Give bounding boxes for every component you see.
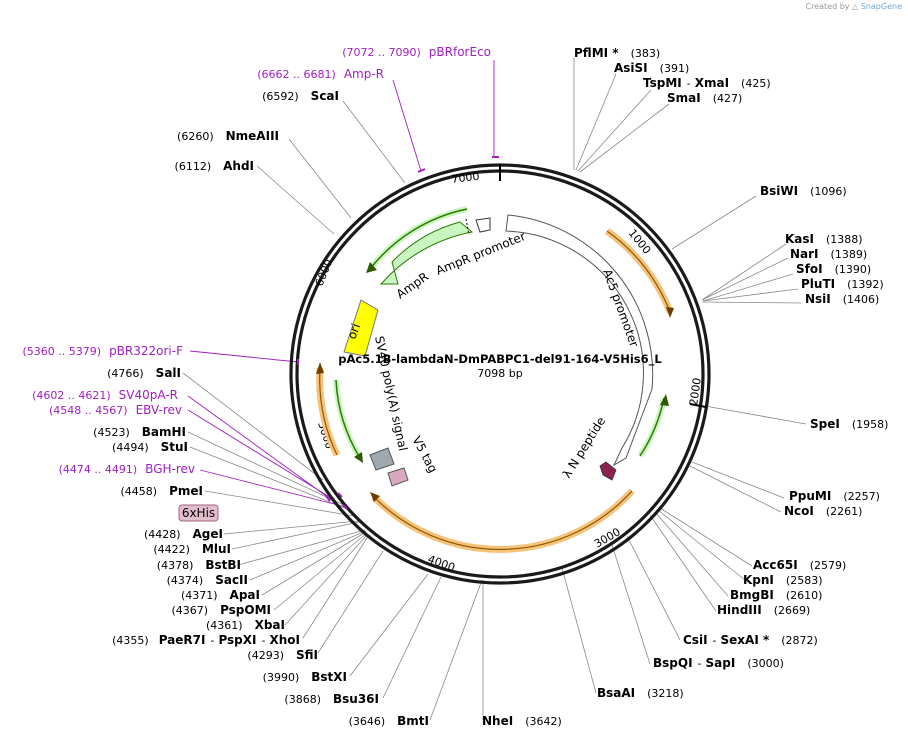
green-arrowheads — [354, 262, 669, 463]
his-tag-badge[interactable]: 6xHis — [178, 504, 219, 522]
site-hindiii[interactable]: HindIII(2669) — [717, 603, 810, 617]
site-bstbi[interactable]: (4378)BstBI — [157, 558, 241, 572]
feature-label-ori: ori — [345, 322, 363, 341]
primer-bgh-rev[interactable]: (4474 .. 4491)BGH-rev — [59, 462, 195, 476]
primer-pbrforeco[interactable]: (7072 .. 7090)pBRforEco — [342, 45, 491, 59]
site-sacii[interactable]: (4374)SacII — [167, 573, 248, 587]
plasmid-size: 7098 bp — [477, 367, 522, 380]
primer-amp-r[interactable]: (6662 .. 6681)Amp-R — [257, 67, 384, 81]
feature-label-lambda-n: λ N peptide — [560, 414, 609, 480]
primer-labels: (7072 .. 7090)pBRforEco (6662 .. 6681)Am… — [23, 45, 492, 476]
ori-feature-arrow[interactable] — [343, 299, 379, 357]
primer-sv40pa-r[interactable]: (4602 .. 4621)SV40pA-R — [32, 388, 178, 402]
site-bsiwi[interactable]: BsiWI(1096) — [760, 184, 847, 198]
plasmid-name: pAc5.1B-lambdaN-DmPABPC1-del91-164-V5His… — [338, 352, 662, 367]
site-labels: PflMI *(383) AsiSI(391) TspMI-XmaI(425) … — [93, 46, 888, 728]
orange-arcs — [316, 228, 674, 553]
site-scai[interactable]: (6592)ScaI — [262, 89, 339, 103]
site-stui[interactable]: (4494)StuI — [112, 440, 188, 454]
site-xbai[interactable]: (4361)XbaI — [206, 618, 285, 632]
his-tag-label: 6xHis — [182, 506, 215, 520]
site-nsii[interactable]: NsiI(1406) — [805, 292, 879, 306]
site-pflmi[interactable]: PflMI *(383) — [574, 46, 660, 60]
sv40-marker[interactable] — [369, 447, 395, 471]
green-arc-left — [333, 379, 363, 460]
feature-label-ampr: AmpR — [394, 269, 431, 301]
site-spei[interactable]: SpeI(1958) — [810, 417, 888, 431]
v5-tag-marker[interactable] — [387, 467, 409, 487]
site-bamhi[interactable]: (4523)BamHI — [93, 425, 186, 439]
site-apai[interactable]: (4371)ApaI — [181, 588, 260, 602]
orange-arrowheads — [316, 307, 674, 502]
site-bstxi[interactable]: (3990)BstXI — [263, 670, 347, 684]
site-bsu36i[interactable]: (3868)Bsu36I — [284, 692, 379, 706]
site-ppumi[interactable]: PpuMI(2257) — [789, 489, 880, 503]
site-bmgbi[interactable]: BmgBI(2610) — [730, 588, 822, 602]
site-kpni[interactable]: KpnI(2583) — [743, 573, 822, 587]
site-ncoi[interactable]: NcoI(2261) — [784, 504, 862, 518]
site-sali[interactable]: (4766)SalI — [107, 366, 181, 380]
site-kasi[interactable]: KasI(1388) — [785, 232, 863, 246]
primer-markers — [297, 156, 499, 510]
primer-ebv-rev[interactable]: (4548 .. 4567)EBV-rev — [49, 403, 182, 417]
site-asisi[interactable]: AsiSI(391) — [614, 61, 689, 75]
ampr-promoter-arrow[interactable] — [475, 217, 491, 233]
site-agei[interactable]: (4428)AgeI — [144, 527, 223, 541]
site-nmeaiii[interactable]: (6260)NmeAIII — [177, 129, 279, 143]
site-pspomi[interactable]: (4367)PspOMI — [171, 603, 271, 617]
site-sfii[interactable]: (4293)SfiI — [247, 648, 318, 662]
site-nari[interactable]: NarI(1389) — [790, 247, 867, 261]
ampr-feature-arrow[interactable] — [379, 221, 474, 285]
site-nhei[interactable]: NheI(3642) — [482, 714, 562, 728]
site-mlui[interactable]: (4422)MluI — [153, 542, 231, 556]
site-tspmi-xmai[interactable]: TspMI-XmaI(425) — [643, 76, 771, 90]
site-sfoi[interactable]: SfoI(1390) — [796, 262, 871, 276]
site-smai[interactable]: SmaI(427) — [667, 91, 742, 105]
tick-marks — [499, 164, 707, 408]
primer-leaders — [187, 60, 495, 508]
site-bspqi-sapi[interactable]: BspQI-SapI(3000) — [653, 656, 784, 670]
site-csii-sexai[interactable]: CsiI-SexAI *(2872) — [683, 633, 818, 647]
site-ahdi[interactable]: (6112)AhdI — [175, 159, 254, 173]
site-paer7i-pspxi-xhoi[interactable]: (4355)PaeR7I-PspXI-XhoI — [112, 633, 300, 647]
snapgene-credit: Created by △ SnapGene — [805, 2, 902, 11]
lambda-n-peptide-marker[interactable] — [599, 461, 617, 481]
site-acc65i[interactable]: Acc65I(2579) — [753, 558, 846, 572]
tick-7000: 7000 — [451, 170, 480, 186]
tick-6000: 6000 — [313, 257, 336, 288]
site-pmei[interactable]: (4458)PmeI — [121, 484, 203, 498]
site-bsaai[interactable]: BsaAI(3218) — [597, 686, 684, 700]
site-bmti[interactable]: (3646)BmtI — [349, 714, 429, 728]
site-pluti[interactable]: PluTI(1392) — [801, 277, 884, 291]
tick-2000: 2000 — [687, 377, 704, 407]
ac5-promoter-arrow[interactable] — [505, 214, 654, 467]
feature-label-v5: V5 tag — [409, 434, 440, 475]
primer-pbr322ori-f[interactable]: (5360 .. 5379)pBR322ori-F — [23, 344, 184, 358]
snapgene-logo-icon: △ — [852, 2, 859, 11]
leader-lines — [182, 58, 807, 721]
